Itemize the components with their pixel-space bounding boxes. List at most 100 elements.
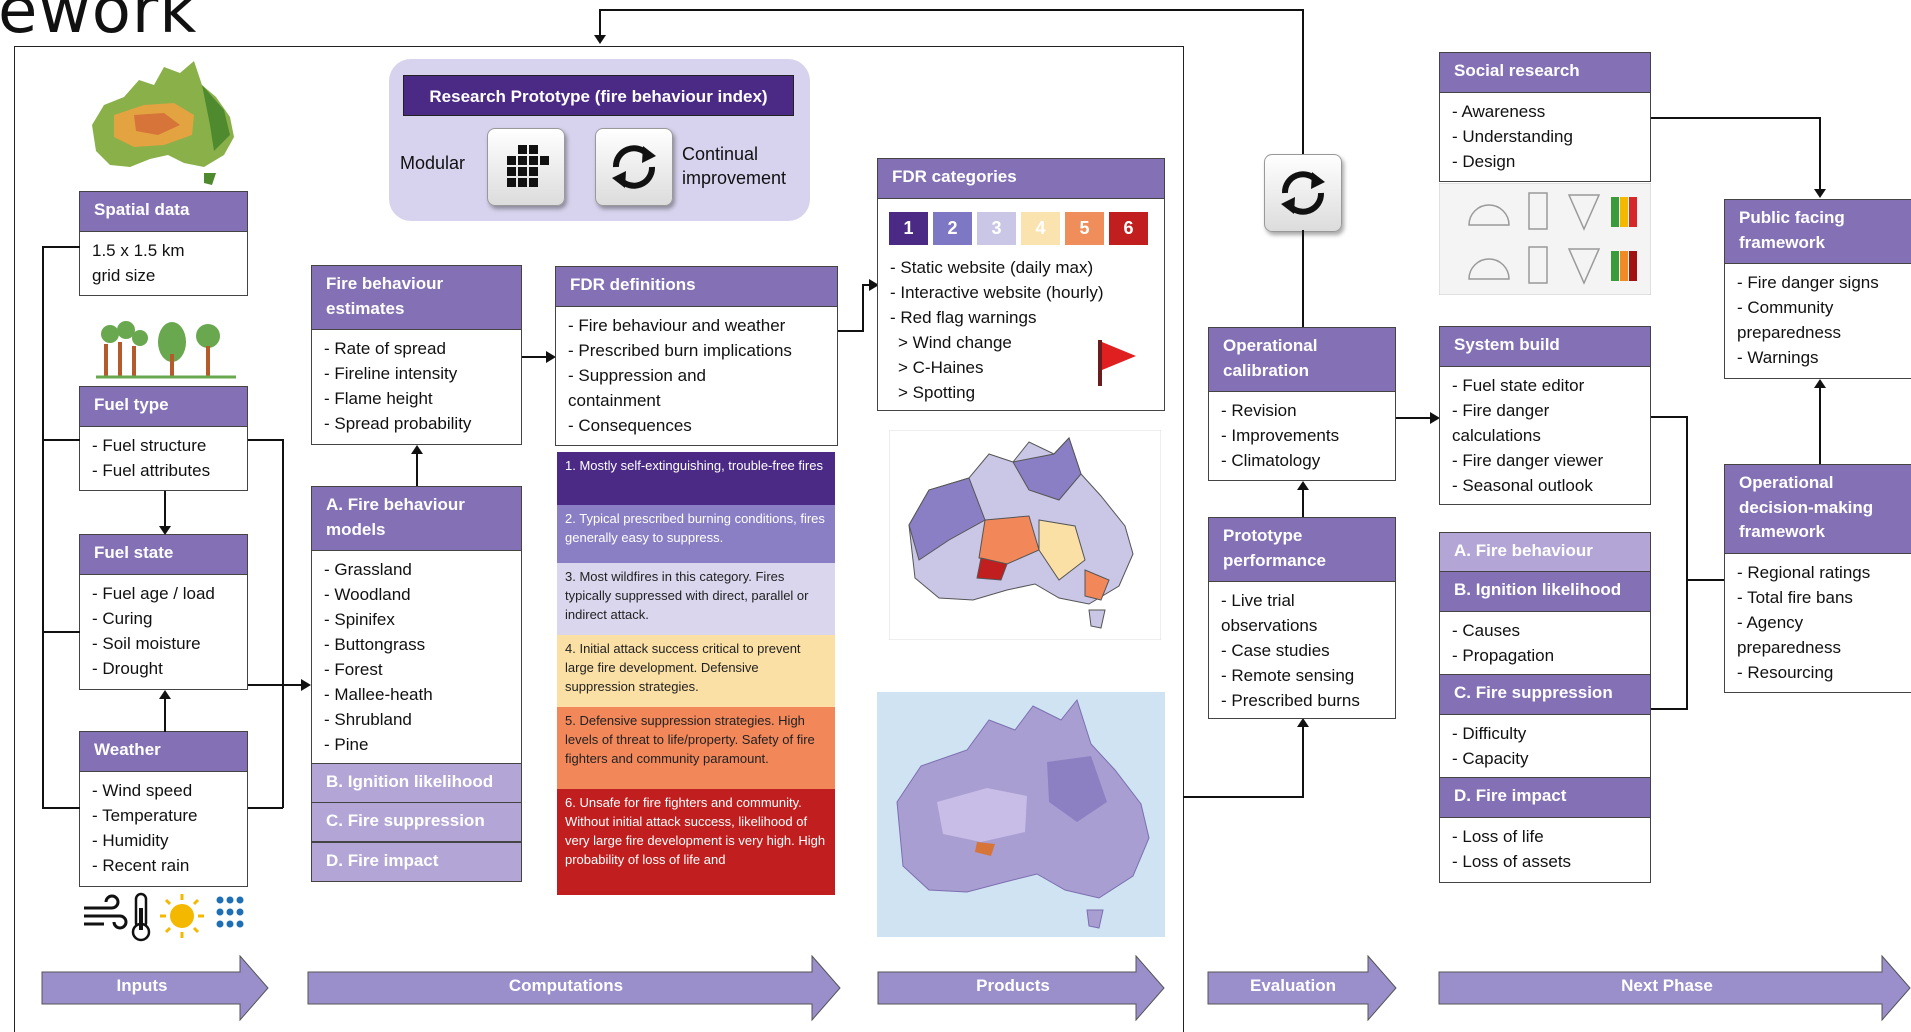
next-right-rail bbox=[1686, 416, 1688, 710]
system-line-3: calculations bbox=[1452, 426, 1541, 445]
system-line-2: - Fire danger bbox=[1452, 401, 1550, 420]
arrowhead-up-estimates bbox=[411, 445, 423, 454]
fb-estimates-header: Fire behaviour estimates bbox=[311, 265, 522, 330]
fuel-type-line-1: - Fuel structure bbox=[92, 436, 207, 455]
performance-to-calibration bbox=[1302, 488, 1304, 517]
title-fragment: ework bbox=[0, 0, 198, 48]
evaluation-phase-label: Evaluation bbox=[1250, 976, 1336, 995]
decision-line-2: - Total fire bans bbox=[1737, 588, 1853, 607]
system-build-header: System build bbox=[1439, 326, 1651, 367]
arrowhead-to-models bbox=[301, 679, 311, 691]
ignition-likelihood-header: B. Ignition likelihood bbox=[311, 763, 522, 803]
social-research-header: Social research bbox=[1439, 52, 1651, 93]
impact-line-1: - Loss of life bbox=[1452, 827, 1544, 846]
right-rail-inputs bbox=[282, 439, 284, 808]
performance-title-2: performance bbox=[1223, 550, 1326, 570]
performance-line-2: observations bbox=[1221, 616, 1318, 635]
australia-map-icon bbox=[92, 61, 234, 185]
arrowhead-system bbox=[1430, 412, 1440, 424]
fdr-number-swatch: 1 bbox=[889, 212, 928, 245]
rail-to-decision bbox=[1686, 579, 1728, 581]
fuel-state-body: - Fuel age / load - Curing - Soil moistu… bbox=[79, 574, 248, 690]
fb-est-line-2: - Fireline intensity bbox=[324, 364, 458, 383]
feedback-arrowhead bbox=[594, 35, 606, 44]
model-line-1: - Grassland bbox=[324, 560, 412, 579]
suppression-line-2: - Capacity bbox=[1452, 749, 1529, 768]
weather-to-fuelstate bbox=[164, 697, 166, 732]
performance-up bbox=[1302, 726, 1304, 798]
fuel-state-line-4: - Drought bbox=[92, 659, 163, 678]
performance-header: Prototype performance bbox=[1208, 517, 1396, 582]
social-line-1: - Awareness bbox=[1452, 102, 1546, 121]
category-description: 5. Defensive suppression strategies. Hig… bbox=[557, 707, 835, 789]
weather-line-3: - Humidity bbox=[92, 831, 169, 850]
suppression-line-1: - Difficulty bbox=[1452, 724, 1527, 743]
fb-models-title-1: A. Fire behaviour bbox=[326, 495, 465, 514]
continual-improvement-button bbox=[595, 128, 673, 206]
models-to-estimates bbox=[416, 452, 418, 486]
fdr-number-swatch: 6 bbox=[1109, 212, 1148, 245]
modular-grid-button bbox=[487, 128, 565, 206]
fueltype-right bbox=[248, 439, 283, 441]
model-line-4: - Buttongrass bbox=[324, 635, 426, 654]
ignition-line-2: - Propagation bbox=[1452, 646, 1555, 665]
fuel-type-line-2: - Fuel attributes bbox=[92, 461, 211, 480]
calibration-to-system bbox=[1396, 417, 1432, 419]
fb-estimates-title-2: estimates bbox=[326, 298, 405, 318]
fuel-state-header: Fuel state bbox=[79, 534, 248, 575]
fb-estimates-title-1: Fire behaviour bbox=[326, 274, 444, 293]
calibration-header: Operational calibration bbox=[1208, 327, 1396, 392]
next-phase-arrow bbox=[1438, 954, 1911, 1022]
arrowhead-performance bbox=[1297, 718, 1309, 727]
fb-est-line-3: - Flame height bbox=[324, 389, 433, 408]
decision-title-1: Operational bbox=[1739, 473, 1834, 492]
arrowhead-up-fuelstate bbox=[159, 690, 171, 699]
social-to-public bbox=[1651, 117, 1820, 119]
model-line-6: - Mallee-heath bbox=[324, 685, 433, 704]
fdrdef-to-products-top bbox=[862, 284, 870, 286]
grid-icon bbox=[507, 145, 549, 187]
fdr-cat-line-4: > Wind change bbox=[898, 333, 1012, 352]
spatial-line-2: grid size bbox=[92, 266, 156, 285]
framework-frame bbox=[14, 46, 1184, 1032]
weather-line-1: - Wind speed bbox=[92, 781, 193, 800]
category-description: 3. Most wildfires in this category. Fire… bbox=[557, 563, 835, 635]
spatial-line-1: 1.5 x 1.5 km bbox=[92, 241, 185, 260]
feedback-line-right bbox=[1302, 9, 1304, 154]
arrowhead-fdrdef bbox=[546, 351, 556, 363]
sun-icon bbox=[160, 894, 204, 938]
public-title-2: framework bbox=[1739, 232, 1825, 252]
ignition-line-1: - Causes bbox=[1452, 621, 1521, 640]
fueltype-to-fuelstate bbox=[164, 491, 166, 527]
category-description: 1. Mostly self-extinguishing, trouble-fr… bbox=[557, 452, 835, 505]
trees-icon bbox=[96, 321, 236, 379]
category-description: 6. Unsafe for fire fighters and communit… bbox=[557, 789, 835, 895]
fdr-def-line-5: - Consequences bbox=[568, 416, 692, 435]
fdr-number-swatch: 5 bbox=[1065, 212, 1104, 245]
calibration-line-3: - Climatology bbox=[1221, 451, 1321, 470]
refresh-icon bbox=[1281, 171, 1325, 215]
performance-title-1: Prototype bbox=[1223, 526, 1303, 545]
performance-line-4: - Remote sensing bbox=[1221, 666, 1355, 685]
fuel-state-line-1: - Fuel age / load bbox=[92, 584, 215, 603]
fdr-cat-line-5: > C-Haines bbox=[898, 358, 984, 377]
weather-line-4: - Recent rain bbox=[92, 856, 190, 875]
decision-title-3: framework bbox=[1739, 522, 1825, 542]
social-line-3: - Design bbox=[1452, 152, 1516, 171]
products-arrow bbox=[877, 954, 1165, 1022]
next-suppression-header: C. Fire suppression bbox=[1439, 674, 1651, 715]
next-ignition-header: B. Ignition likelihood bbox=[1439, 571, 1651, 612]
fdr-definitions-header: FDR definitions bbox=[555, 266, 838, 307]
calibration-body: - Revision - Improvements - Climatology bbox=[1208, 391, 1396, 481]
rail-to-fuelstate bbox=[42, 631, 80, 633]
fdr-number-swatch: 4 bbox=[1021, 212, 1060, 245]
fdr-categories-header: FDR categories bbox=[877, 158, 1165, 199]
wind-icon bbox=[84, 894, 128, 930]
fuel-type-body: - Fuel structure - Fuel attributes bbox=[79, 426, 248, 491]
performance-line-1: - Live trial bbox=[1221, 591, 1295, 610]
phase-arrows bbox=[41, 954, 1911, 1022]
research-prototype-title: Research Prototype (fire behaviour index… bbox=[403, 75, 794, 116]
fdr-number-swatch: 2 bbox=[933, 212, 972, 245]
rail-to-fueltype bbox=[42, 439, 80, 441]
decision-framework-header: Operational decision-making framework bbox=[1724, 464, 1911, 554]
